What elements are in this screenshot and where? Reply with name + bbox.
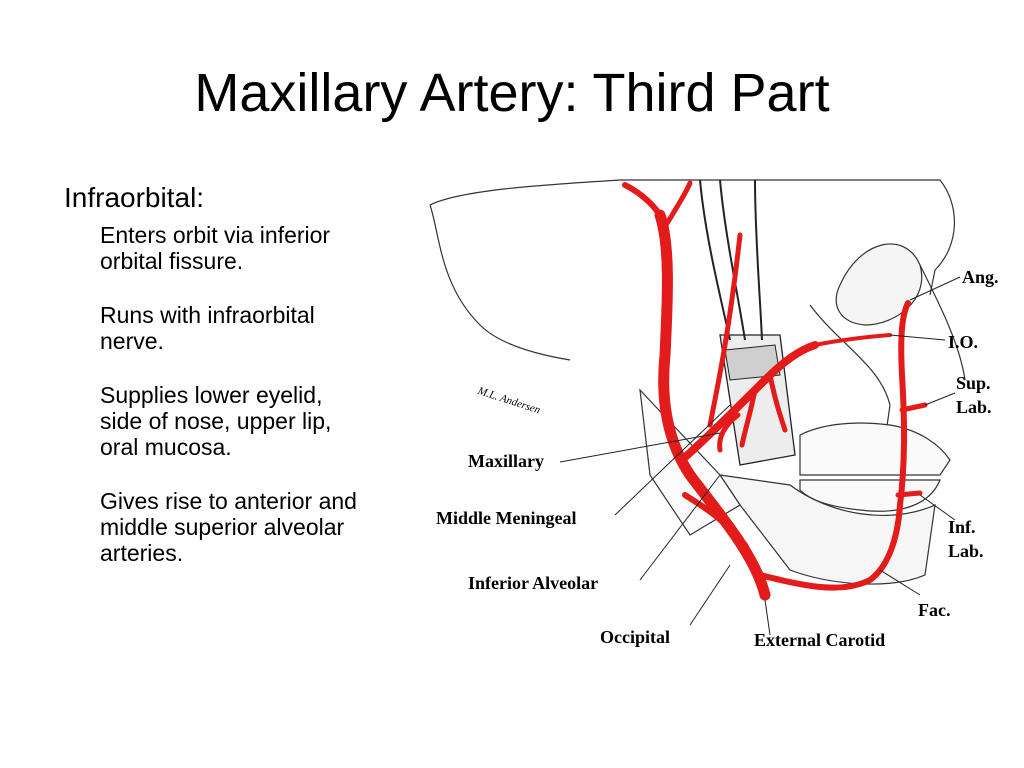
nerve-3 — [754, 179, 763, 341]
posterior-superior-alveolar — [739, 387, 758, 448]
infraorbital-artery — [813, 333, 892, 347]
temporal-branch — [660, 180, 693, 233]
nerve-2 — [719, 179, 746, 341]
superior-labial-artery — [899, 402, 928, 413]
label-occipital: Occipital — [600, 627, 670, 647]
label-middle-meningeal: Middle Meningeal — [436, 508, 577, 528]
section-heading: Infraorbital: — [64, 182, 205, 213]
label-ang: Ang. — [962, 267, 999, 287]
upper-teeth — [799, 422, 951, 476]
leader-inf-lab — [919, 494, 956, 521]
alveolar-branch — [717, 412, 741, 453]
point-1: Enters orbit via inferior orbital fissur… — [100, 222, 331, 274]
text-panel: Infraorbital: Enters orbit via inferior … — [64, 182, 364, 594]
leader-fac — [879, 569, 921, 596]
label-fac: Fac. — [918, 600, 951, 620]
leader-sup-lab — [924, 392, 956, 406]
label-inf: Inf. — [948, 517, 976, 537]
slide-title: Maxillary Artery: Third Part — [194, 63, 830, 123]
leader-inferior-alveolar — [639, 474, 721, 581]
leader-ang — [909, 276, 961, 301]
leader-external-carotid — [764, 599, 771, 636]
label-inferior-alveolar: Inferior Alveolar — [468, 573, 599, 593]
nasal-outline — [919, 264, 966, 381]
orbit-outline — [835, 243, 923, 326]
cranium-outline — [429, 179, 956, 296]
zygoma-outline — [809, 304, 891, 476]
cranium-lower-outline — [429, 204, 571, 361]
middle-meningeal-artery — [707, 232, 743, 428]
occipital-artery — [682, 492, 748, 548]
maxillary-artery — [678, 341, 819, 464]
mandible — [718, 474, 936, 585]
leader-maxillary — [559, 432, 721, 463]
label-sup-lab: Lab. — [956, 397, 992, 417]
skull-diagram — [429, 179, 966, 636]
label-maxillary: Maxillary — [468, 451, 544, 471]
leader-io — [889, 334, 946, 341]
label-external-carotid: External Carotid — [754, 630, 886, 650]
nerve-1 — [699, 179, 731, 341]
label-io: I.O. — [948, 332, 979, 352]
maxillary-artery-illustration: M.L. Andersen Ang. I.O. Sup. Lab. Maxill… — [420, 175, 1020, 735]
leader-lines — [559, 276, 961, 636]
superficial-temporal-branch — [622, 182, 663, 218]
label-sup: Sup. — [956, 373, 991, 393]
point-2: Runs with infraorbital nerve. — [100, 302, 315, 354]
leader-occipital — [689, 564, 731, 626]
descending-palatine — [767, 372, 788, 433]
leader-middle-meningeal — [614, 404, 731, 516]
point-3: Supplies lower eyelid, side of nose, upp… — [100, 382, 332, 460]
pterygopalatine-region — [724, 344, 781, 381]
label-inf-lab: Lab. — [948, 541, 984, 561]
facial-artery — [757, 300, 911, 591]
point-4: Gives rise to anterior and middle superi… — [100, 488, 357, 566]
inferior-labial-artery — [895, 490, 923, 498]
